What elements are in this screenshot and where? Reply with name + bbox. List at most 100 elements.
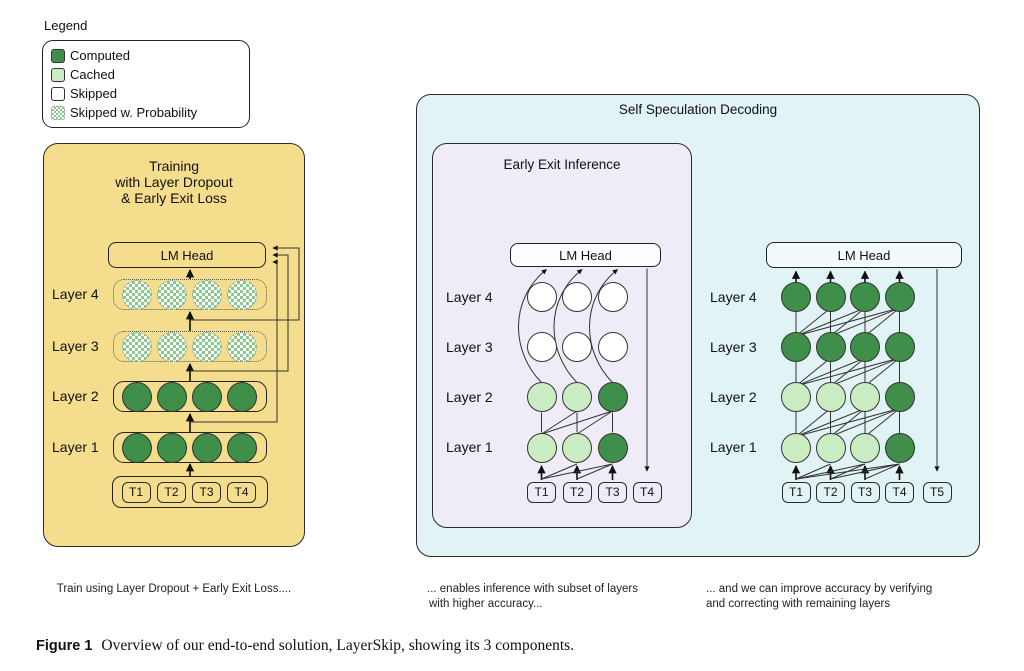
caption-training: Train using Layer Dropout + Early Exit L… — [56, 583, 292, 595]
unit-circle-skipped-prob — [121, 279, 152, 310]
unit-circle-computed — [884, 382, 915, 412]
unit-circle-computed — [884, 332, 915, 362]
legend-swatch-cached — [51, 67, 65, 82]
legend-swatch-skipped — [51, 86, 65, 101]
unit-circle-computed — [156, 432, 187, 463]
token: T2 — [816, 481, 845, 503]
lm-head-early-exit: LM Head — [510, 243, 661, 267]
legend-item-label: Cached — [70, 67, 115, 82]
legend-item: Cached — [51, 65, 249, 84]
layer-label: Layer 1 — [710, 439, 757, 455]
caption-line: ... and we can improve accuracy by verif… — [706, 583, 933, 595]
layer-label: Layer 3 — [710, 339, 757, 355]
unit-circle-computed — [815, 332, 846, 362]
unit-circle-computed — [597, 382, 628, 412]
training-title-line: Training — [148, 158, 200, 174]
layer-label: Layer 2 — [710, 389, 757, 405]
training-title-line: & Early Exit Loss — [121, 190, 227, 206]
unit-circle-computed — [226, 432, 257, 463]
unit-circle-skipped-prob — [121, 331, 152, 362]
layer-label: Layer 3 — [52, 338, 99, 354]
unit-circle-computed — [781, 332, 811, 362]
layer-label: Layer 3 — [446, 339, 493, 355]
token: T1 — [121, 481, 151, 503]
token: T3 — [598, 481, 627, 503]
figure-caption-label: Figure 1 — [36, 638, 93, 654]
unit-circle-computed — [815, 282, 846, 312]
unit-circle-computed — [850, 332, 880, 362]
caption-speculation: ... and we can improve accuracy by verif… — [706, 582, 932, 611]
unit-circle-computed — [884, 282, 915, 312]
unit-circle-cached — [562, 382, 592, 412]
lm-head-training: LM Head — [108, 242, 266, 268]
legend-title: Legend — [44, 18, 88, 33]
unit-circle-computed — [226, 381, 257, 412]
legend-item-label: Skipped w. Probability — [70, 105, 198, 120]
layer-label: Layer 4 — [710, 289, 757, 305]
legend-swatch-computed — [51, 48, 65, 63]
caption-early-exit: ... enables inference with subset of lay… — [427, 582, 638, 611]
lm-head-speculation: LM Head — [766, 242, 962, 268]
unit-circle-skipped-prob — [156, 279, 187, 310]
token: T4 — [227, 481, 256, 503]
unit-circle-computed — [121, 381, 152, 412]
unit-circle-skipped — [562, 282, 592, 312]
unit-circle-skipped — [526, 332, 557, 362]
unit-circle-skipped — [597, 282, 628, 312]
token: T2 — [157, 481, 186, 503]
unit-circle-skipped — [562, 332, 592, 362]
layer-label: Layer 2 — [446, 389, 493, 405]
training-title-line: with Layer Dropout — [115, 174, 233, 190]
token: T4 — [632, 481, 662, 503]
token: T3 — [192, 481, 221, 503]
layer-label: Layer 2 — [52, 388, 99, 404]
unit-circle-cached — [815, 382, 846, 412]
unit-circle-cached — [562, 432, 592, 463]
panel-early-exit-inference — [432, 143, 692, 528]
layer-label: Layer 1 — [446, 439, 493, 455]
unit-circle-computed — [191, 381, 222, 412]
layer-label: Layer 1 — [52, 439, 99, 455]
unit-circle-computed — [884, 432, 915, 463]
token: T1 — [781, 481, 811, 503]
unit-circle-computed — [121, 432, 152, 463]
unit-circle-skipped-prob — [226, 279, 257, 310]
unit-circle-skipped — [597, 332, 628, 362]
layer-label: Layer 4 — [52, 286, 99, 302]
unit-circle-computed — [597, 432, 628, 463]
token: T3 — [850, 481, 880, 503]
unit-circle-cached — [781, 382, 811, 412]
early-exit-title: Early Exit Inference — [503, 157, 621, 172]
legend-swatch-skipped-prob — [51, 105, 65, 120]
legend-item: Skipped — [51, 84, 249, 103]
unit-circle-cached — [815, 432, 846, 463]
caption-line: and correcting with remaining layers — [706, 597, 891, 610]
unit-circle-cached — [526, 382, 557, 412]
unit-circle-computed — [156, 381, 187, 412]
unit-circle-skipped-prob — [226, 331, 257, 362]
figure-caption: Figure 1 Overview of our end-to-end solut… — [36, 637, 574, 655]
unit-circle-skipped-prob — [191, 279, 222, 310]
unit-circle-skipped-prob — [156, 331, 187, 362]
unit-circle-cached — [850, 432, 880, 463]
unit-circle-skipped — [526, 282, 557, 312]
figure-caption-text: Overview of our end-to-end solution, Lay… — [101, 637, 575, 654]
unit-circle-cached — [526, 432, 557, 463]
token: T1 — [527, 481, 556, 503]
layer-row-box — [113, 432, 267, 463]
unit-circle-cached — [781, 432, 811, 463]
unit-circle-cached — [850, 382, 880, 412]
legend-box: Computed Cached Skipped Skipped w. Proba… — [42, 40, 250, 128]
legend-item: Computed — [51, 46, 249, 65]
token: T5 — [922, 481, 952, 503]
legend-item-label: Skipped — [70, 86, 117, 101]
unit-circle-computed — [191, 432, 222, 463]
legend-item: Skipped w. Probability — [51, 103, 249, 122]
token: T2 — [562, 481, 592, 503]
caption-line: ... enables inference with subset of lay… — [427, 583, 638, 595]
unit-circle-computed — [781, 282, 811, 312]
layer-label: Layer 4 — [446, 289, 493, 305]
self-speculation-title: Self Speculation Decoding — [618, 102, 778, 117]
training-title: Training with Layer Dropout & Early Exit… — [43, 158, 305, 206]
